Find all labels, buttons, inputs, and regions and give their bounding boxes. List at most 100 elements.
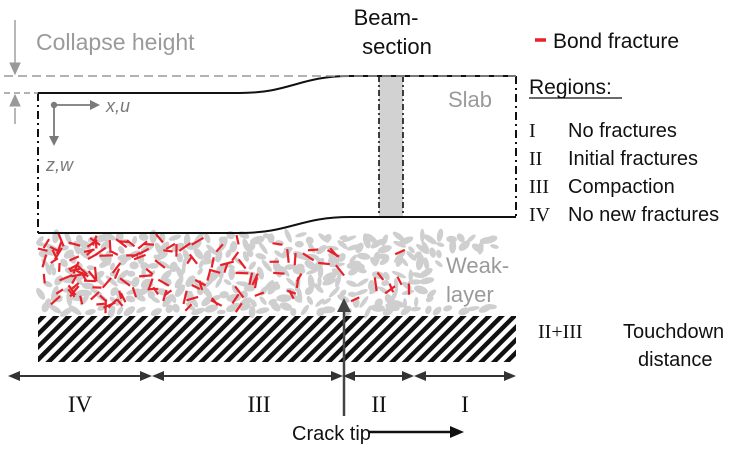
weak-layer-grain xyxy=(370,238,384,249)
weak-layer-grain xyxy=(364,305,372,319)
weak-layer-grain xyxy=(249,299,257,307)
weak-layer-grain xyxy=(204,232,211,244)
weak-layer-grain xyxy=(36,241,45,247)
bond-fracture-mark xyxy=(215,243,224,253)
weak-layer-grain xyxy=(78,247,90,259)
bond-fracture-mark xyxy=(350,296,360,303)
bond-fracture-mark xyxy=(211,297,219,306)
weak-layer-grain xyxy=(370,304,385,312)
weak-layer-grain xyxy=(465,306,480,312)
bond-fracture-mark xyxy=(93,266,98,280)
bond-fracture-mark xyxy=(94,239,98,249)
bond-fracture-mark xyxy=(138,247,150,256)
weak-layer-grain xyxy=(59,307,74,317)
weak-layer-grain xyxy=(419,228,425,242)
weak-layer-grain xyxy=(216,309,226,315)
bond-fracture-mark xyxy=(111,262,122,274)
bond-fracture-mark xyxy=(42,238,51,249)
bond-fracture-mark xyxy=(384,285,396,295)
bond-fracture-mark xyxy=(96,302,105,306)
weak-layer-grain xyxy=(219,291,229,299)
weak-layer-grain xyxy=(204,304,218,313)
bond-fracture-mark xyxy=(115,238,128,249)
bond-fracture-mark xyxy=(163,249,173,253)
weak-layer-grain xyxy=(408,246,415,254)
weak-layer-grain xyxy=(109,262,115,271)
weak-layer-grain xyxy=(416,244,429,255)
weak-layer-grain xyxy=(127,270,136,277)
weak-layer-grain xyxy=(322,298,332,305)
weak-layer-grain xyxy=(466,234,476,243)
weak-layer-grain xyxy=(95,234,108,243)
weak-layer-grain xyxy=(304,286,314,296)
crack-tip-label: Crack tip xyxy=(292,423,371,445)
weak-layer-label-line2: layer xyxy=(446,282,494,307)
weak-layer-grain xyxy=(175,265,184,280)
weak-layer-grain xyxy=(337,240,348,250)
weak-layer-grain xyxy=(306,268,319,275)
bond-fracture-mark xyxy=(99,254,114,257)
weak-layer-grain xyxy=(154,242,163,255)
weak-layer-grain xyxy=(201,295,213,307)
bond-fracture-mark xyxy=(90,291,100,301)
weak-layer-grain xyxy=(276,294,292,303)
bond-fracture-mark xyxy=(71,282,80,290)
weak-layer-grain xyxy=(162,294,174,308)
bond-fracture-mark xyxy=(99,294,108,303)
bond-fracture-mark xyxy=(113,268,121,280)
bond-fracture-mark xyxy=(184,303,193,312)
weak-layer-grain xyxy=(342,235,357,243)
weak-layer-grain xyxy=(432,306,442,316)
weak-layer-grain xyxy=(36,288,46,300)
slab-top-surface xyxy=(38,75,516,94)
bond-fracture-mark xyxy=(234,285,245,299)
bond-fracture-mark xyxy=(50,295,61,306)
weak-layer-grain xyxy=(436,228,444,242)
region-iv-label: IV xyxy=(68,392,93,417)
weak-layer-grain xyxy=(105,275,118,287)
weak-layer-grain xyxy=(204,275,216,288)
bond-fracture-mark xyxy=(307,248,319,252)
legend: Bond fracture Regions: I No fractures II… xyxy=(529,30,724,371)
bond-fracture-mark xyxy=(109,249,119,256)
bond-fracture-mark xyxy=(318,261,330,266)
axis-z-label: z,w xyxy=(45,155,74,175)
weak-layer-grain xyxy=(415,254,425,271)
weak-layer-grain xyxy=(117,269,129,281)
weak-layer-grain xyxy=(317,276,322,287)
bond-fracture-mark xyxy=(57,233,65,247)
weak-layer-grain xyxy=(239,297,252,307)
weak-layer-grain xyxy=(355,242,364,253)
legend-region-i-numeral: I xyxy=(529,120,536,142)
weak-layer-grain xyxy=(231,284,238,294)
slab-bottom-surface xyxy=(38,216,516,234)
weak-layer-grain xyxy=(182,249,191,263)
weak-layer-grain xyxy=(150,307,162,317)
weak-layer-grain xyxy=(202,286,213,299)
bond-fracture-mark xyxy=(55,288,64,295)
bond-fracture-mark xyxy=(194,278,207,287)
bond-fracture-mark xyxy=(137,240,148,250)
weak-layer-grain xyxy=(119,257,129,266)
weak-layer-grain xyxy=(248,305,256,319)
bond-fracture-mark xyxy=(288,289,295,300)
bond-fracture-mark xyxy=(329,247,339,258)
beam-section-label-line1: Beam- xyxy=(354,5,419,30)
touchdown-numeral: II+III xyxy=(538,321,583,343)
weak-layer-grain xyxy=(270,301,281,312)
bond-fracture-mark xyxy=(143,242,155,246)
bond-fracture-mark xyxy=(254,291,265,297)
bond-fracture-mark xyxy=(231,293,240,305)
weak-layer-grain xyxy=(147,262,159,269)
bond-fracture-mark xyxy=(163,289,173,297)
weak-layer-grain xyxy=(147,290,156,300)
coordinate-axes xyxy=(49,100,100,146)
weak-layer-grain xyxy=(456,233,465,243)
bond-fracture-mark xyxy=(51,249,58,260)
weak-layer-grain xyxy=(132,235,138,245)
substratum-hatched xyxy=(38,316,516,362)
weak-layer-grain xyxy=(50,285,59,302)
weak-layer-grain xyxy=(235,281,251,287)
legend-region-iv-numeral: IV xyxy=(529,204,551,226)
weak-layer-grain xyxy=(385,302,400,312)
